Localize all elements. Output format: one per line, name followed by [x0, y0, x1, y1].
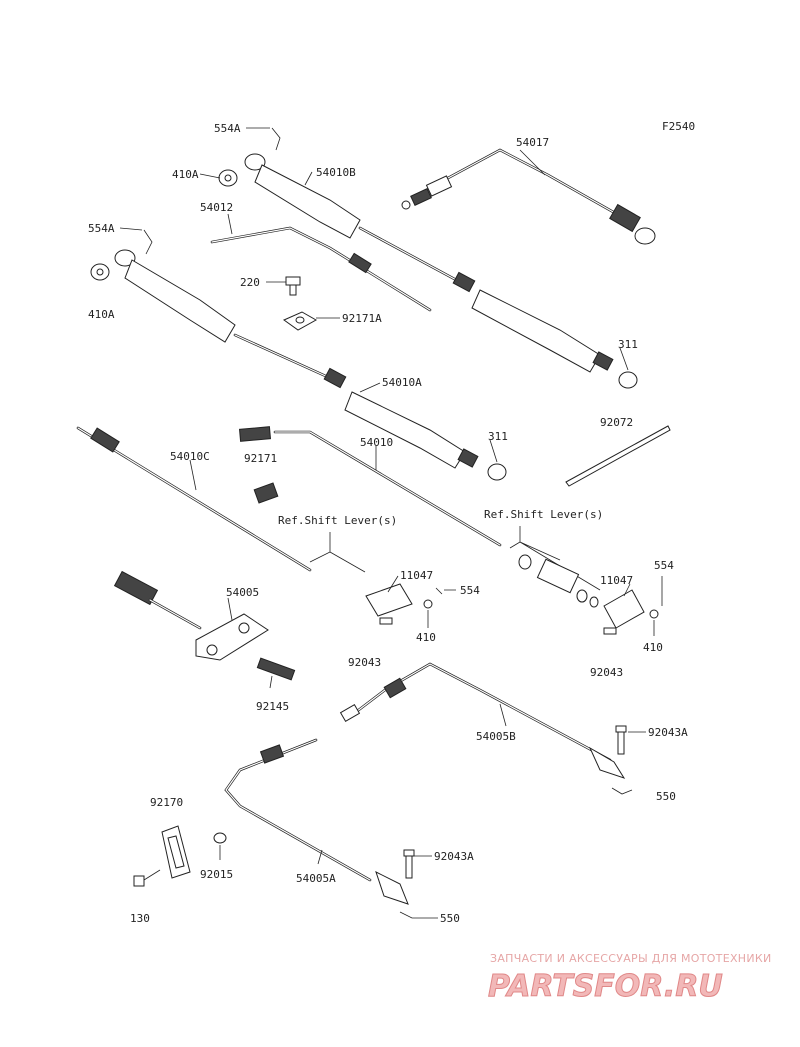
ref-shift-lever-left: Ref.Shift Lever(s): [278, 514, 397, 527]
leader-54017: [519, 149, 546, 176]
part-410A-mid: [90, 263, 110, 281]
leader-11047-right: [623, 583, 631, 597]
part-311-top: [618, 371, 638, 389]
label-92171A: 92171A: [342, 312, 382, 325]
label-92145: 92145: [256, 700, 289, 713]
label-130: 130: [130, 912, 150, 925]
ref-shift-lever-right: Ref.Shift Lever(s): [484, 508, 603, 521]
watermark-brand: PARTSFOR.RU: [488, 969, 723, 1004]
label-54005B: 54005B: [476, 730, 516, 743]
label-92043-right: 92043: [590, 666, 623, 679]
watermark-tagline: ЗАПЧАСТИ И АКСЕССУАРЫ ДЛЯ МОТОТЕХНИКИ: [490, 952, 772, 965]
part-554A-mid: [143, 229, 153, 255]
part-92015-nut: [213, 832, 227, 844]
label-554-left: 554: [460, 584, 480, 597]
leader-54005B: [499, 703, 507, 727]
label-11047-right: 11047: [600, 574, 633, 587]
part-550-right-clip: [611, 787, 633, 795]
leader-554-left: [435, 587, 456, 595]
leader-410A-top: [199, 173, 221, 179]
label-92043A-right: 92043A: [648, 726, 688, 739]
label-554A-mid: 554A: [88, 222, 115, 235]
leader-54005A: [317, 849, 323, 865]
label-54017: 54017: [516, 136, 549, 149]
label-54010A: 54010A: [382, 376, 422, 389]
leader-54010A: [359, 382, 381, 393]
part-410-left: [423, 599, 433, 609]
part-92170-strap: [161, 825, 191, 879]
label-54005A: 54005A: [296, 872, 336, 885]
leader-11047-left: [387, 575, 399, 593]
part-spring-stack-right: [518, 554, 599, 608]
leader-311-top: [619, 347, 629, 371]
part-54017-cable: [401, 148, 656, 245]
label-54010: 54010: [360, 436, 393, 449]
part-311-mid: [487, 463, 507, 481]
part-54005B-cable: [339, 662, 626, 779]
part-92171-clamp: [253, 482, 279, 504]
part-92043A-right-pin: [615, 725, 627, 755]
label-92072: 92072: [600, 416, 633, 429]
leader-54012: [227, 213, 233, 235]
label-54012: 54012: [200, 201, 233, 214]
label-92170: 92170: [150, 796, 183, 809]
label-11047-left: 11047: [400, 569, 433, 582]
label-554A-top: 554A: [214, 122, 241, 135]
label-92043-left: 92043: [348, 656, 381, 669]
part-54010A-cable: [114, 249, 479, 469]
label-410A-mid: 410A: [88, 308, 115, 321]
label-311-mid: 311: [488, 430, 508, 443]
part-11047-right: [603, 589, 645, 635]
part-54010C-cable: [76, 426, 312, 572]
label-54010C: 54010C: [170, 450, 210, 463]
leader-54010B: [304, 171, 313, 186]
part-92145-spring: [256, 657, 296, 681]
leader-ref-left: [309, 532, 366, 573]
part-54010-cable: [238, 426, 502, 547]
label-550-right: 550: [656, 790, 676, 803]
label-54010B: 54010B: [316, 166, 356, 179]
part-554A-top: [271, 127, 281, 151]
part-92043A-low-pin: [403, 849, 415, 879]
part-11047-left: [365, 583, 413, 625]
label-92171: 92171: [244, 452, 277, 465]
diagram-code: F2540: [662, 120, 695, 133]
leader-54005: [227, 597, 233, 621]
label-410-left: 410: [416, 631, 436, 644]
label-311-top: 311: [618, 338, 638, 351]
leader-54010C: [189, 459, 197, 491]
part-92171A-clamp: [282, 311, 318, 331]
leader-92145: [269, 675, 273, 689]
label-410-right: 410: [643, 641, 663, 654]
part-54005A-cable: [224, 738, 409, 905]
part-54010B-cable: [244, 153, 614, 373]
leader-550-low: [399, 911, 438, 919]
part-92072-tie: [565, 425, 671, 487]
part-54012-cable: [210, 226, 432, 312]
part-220-bolt: [285, 276, 301, 296]
label-220: 220: [240, 276, 260, 289]
part-410-right: [649, 609, 659, 619]
part-410A-top: [218, 169, 238, 187]
label-92043A-low: 92043A: [434, 850, 474, 863]
label-554-right: 554: [654, 559, 674, 572]
part-54005-block: [113, 570, 269, 661]
label-550-low: 550: [440, 912, 460, 925]
leader-311-mid: [489, 439, 498, 463]
label-54005: 54005: [226, 586, 259, 599]
leader-554A-mid: [119, 227, 143, 231]
label-92015: 92015: [200, 868, 233, 881]
part-130-bolt: [133, 869, 161, 887]
label-410A-top: 410A: [172, 168, 199, 181]
